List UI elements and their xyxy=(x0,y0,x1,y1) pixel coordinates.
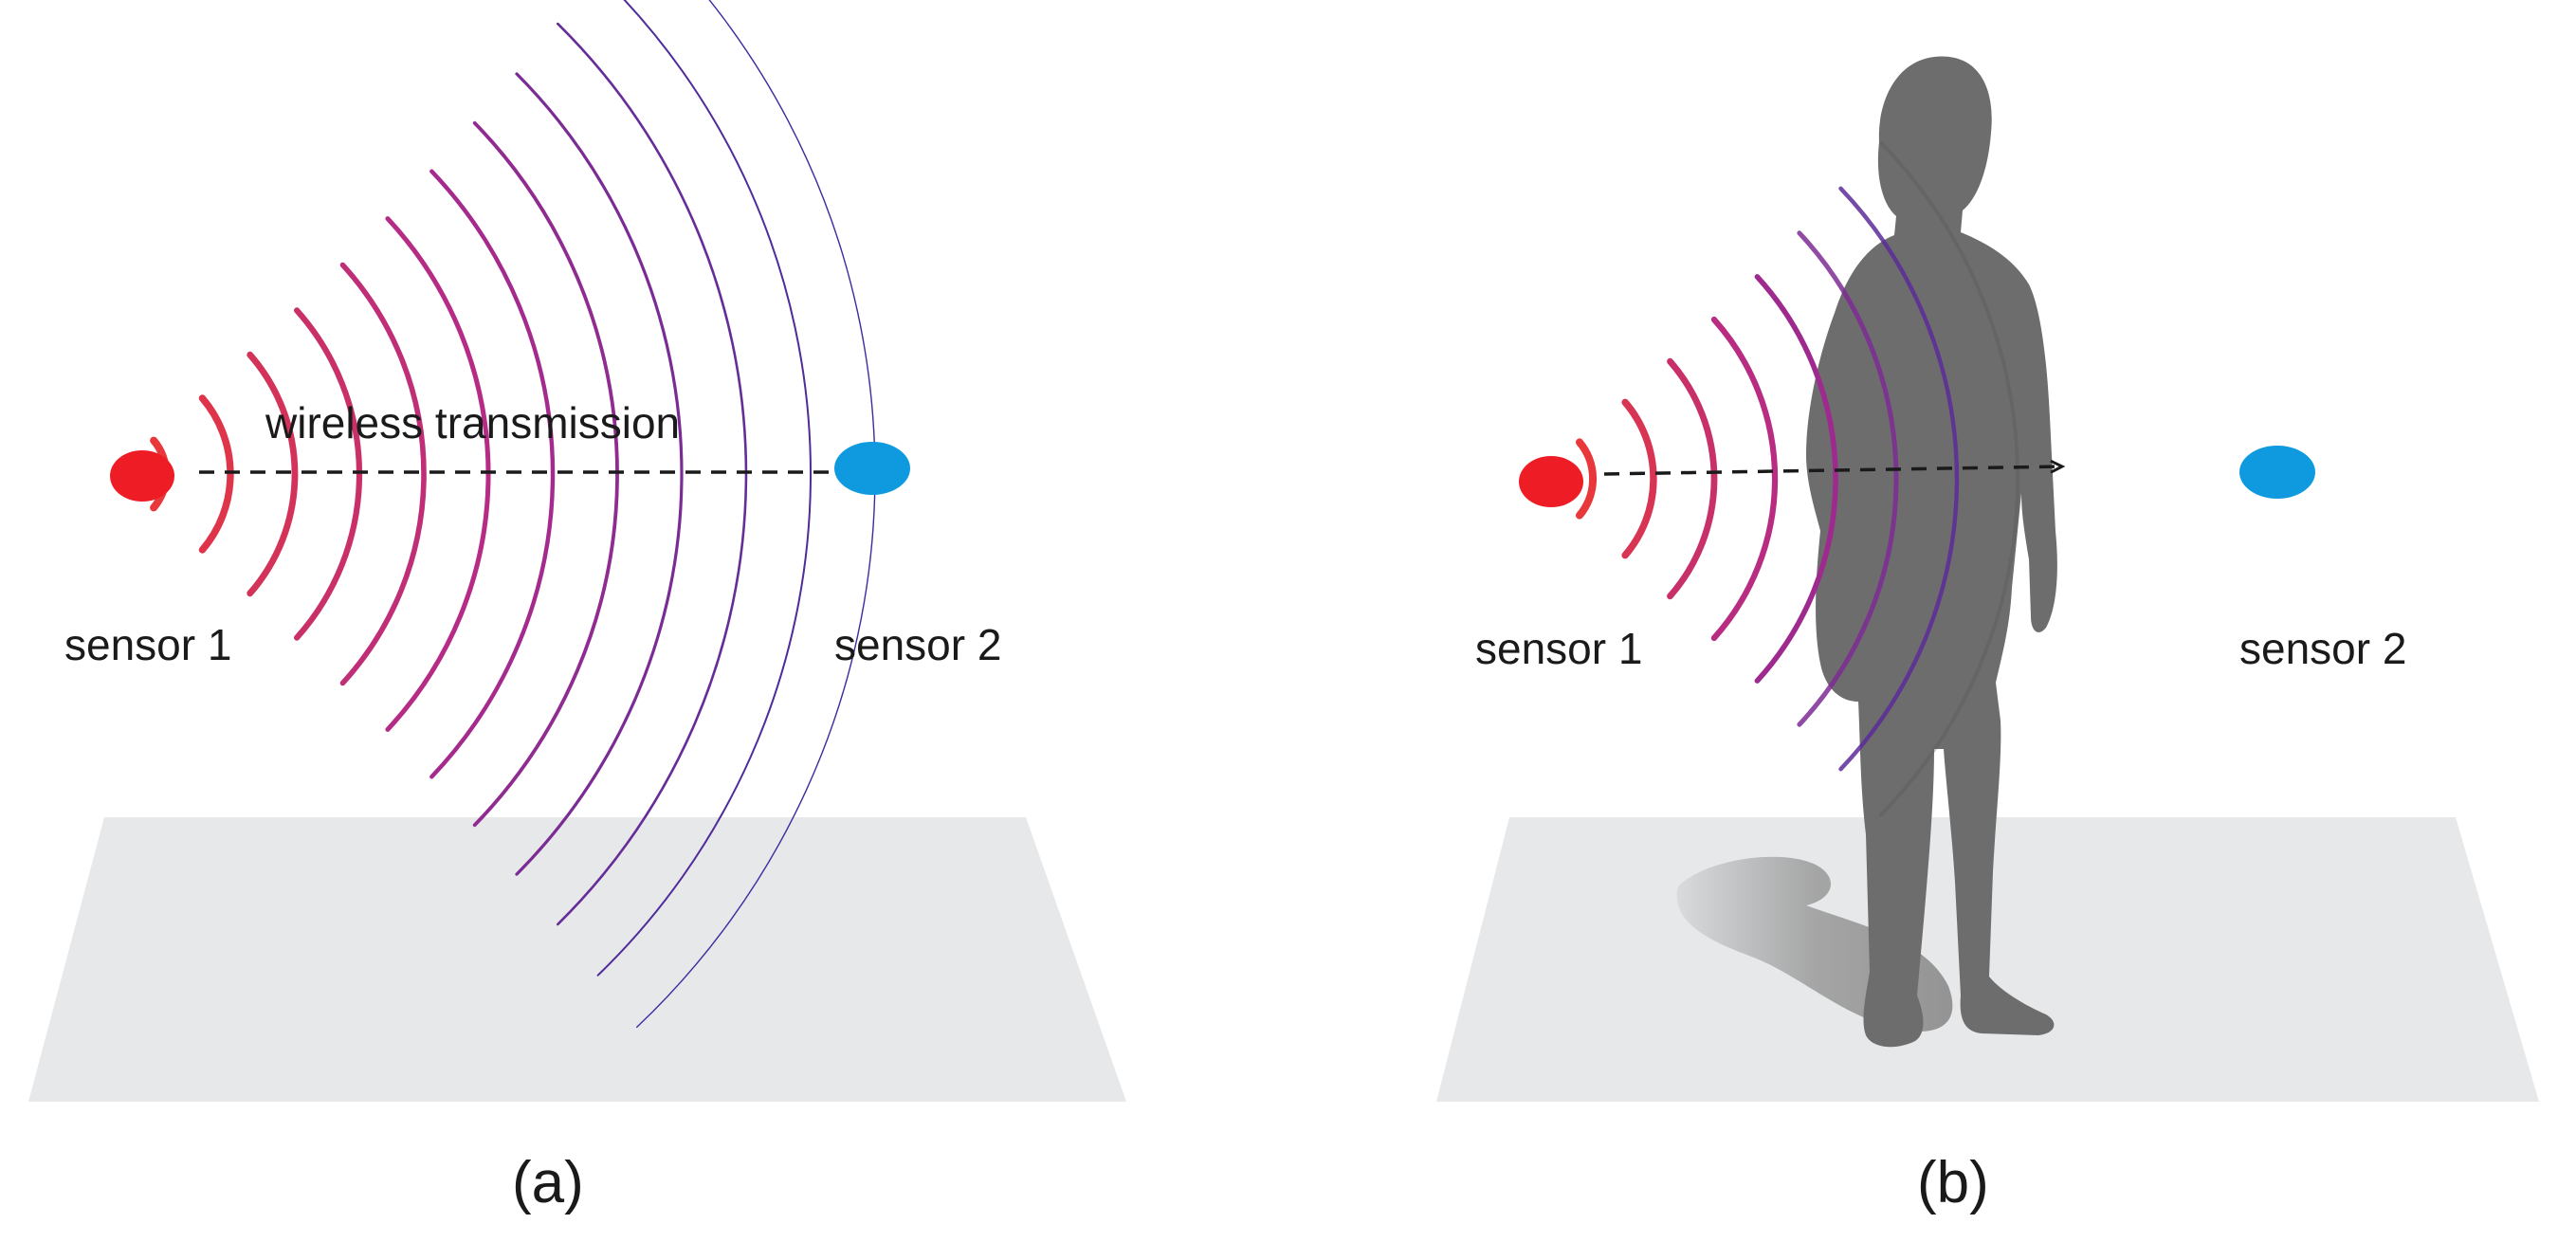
sensor-1-transmitter-a xyxy=(110,450,174,502)
signal-wave-arc xyxy=(198,394,234,554)
sensor-2-label-a: sensor 2 xyxy=(834,620,1001,669)
signal-waves-b xyxy=(1576,140,2019,817)
panel-b: sensor 1 sensor 2 (b) xyxy=(1436,56,2539,1215)
signal-wave-arc xyxy=(385,216,491,732)
person-silhouette xyxy=(1806,56,2057,1048)
signal-wave-arc xyxy=(294,307,363,641)
signal-wave-arc xyxy=(1667,357,1718,600)
signal-waves-a xyxy=(150,0,876,1029)
signal-wave-arc xyxy=(429,169,556,779)
floor-plane-a xyxy=(28,817,1126,1102)
sensor-1-transmitter-b xyxy=(1519,456,1583,507)
signal-wave-arc xyxy=(1879,140,2019,817)
signal-wave-arc xyxy=(339,262,427,686)
sensor-2-receiver-b xyxy=(2239,446,2315,499)
signal-wave-arc xyxy=(247,351,299,597)
signal-wave-arc xyxy=(1576,438,1597,520)
signal-wave-arc xyxy=(472,120,619,828)
transmission-label: wireless transmission xyxy=(265,398,680,447)
panel-caption-b: (b) xyxy=(1917,1150,1989,1215)
signal-wave-arc xyxy=(1710,316,1779,642)
signal-wave-arc xyxy=(557,22,748,926)
signal-wave-arc xyxy=(1838,186,1960,772)
panel-caption-a: (a) xyxy=(512,1150,584,1215)
signal-wave-arc xyxy=(1754,274,1838,684)
sensor-2-label-b: sensor 2 xyxy=(2239,624,2406,673)
sensor-1-label-b: sensor 1 xyxy=(1475,624,1642,673)
sensor-2-receiver-a xyxy=(834,442,910,495)
sensor-1-label-a: sensor 1 xyxy=(64,620,231,669)
signal-wave-arc xyxy=(1797,230,1899,727)
panel-a: wireless transmission sensor 1 sensor 2 … xyxy=(28,0,1126,1215)
signal-wave-arc xyxy=(1621,398,1657,559)
signal-wave-arc xyxy=(596,0,812,977)
signal-wave-arc xyxy=(515,72,684,876)
